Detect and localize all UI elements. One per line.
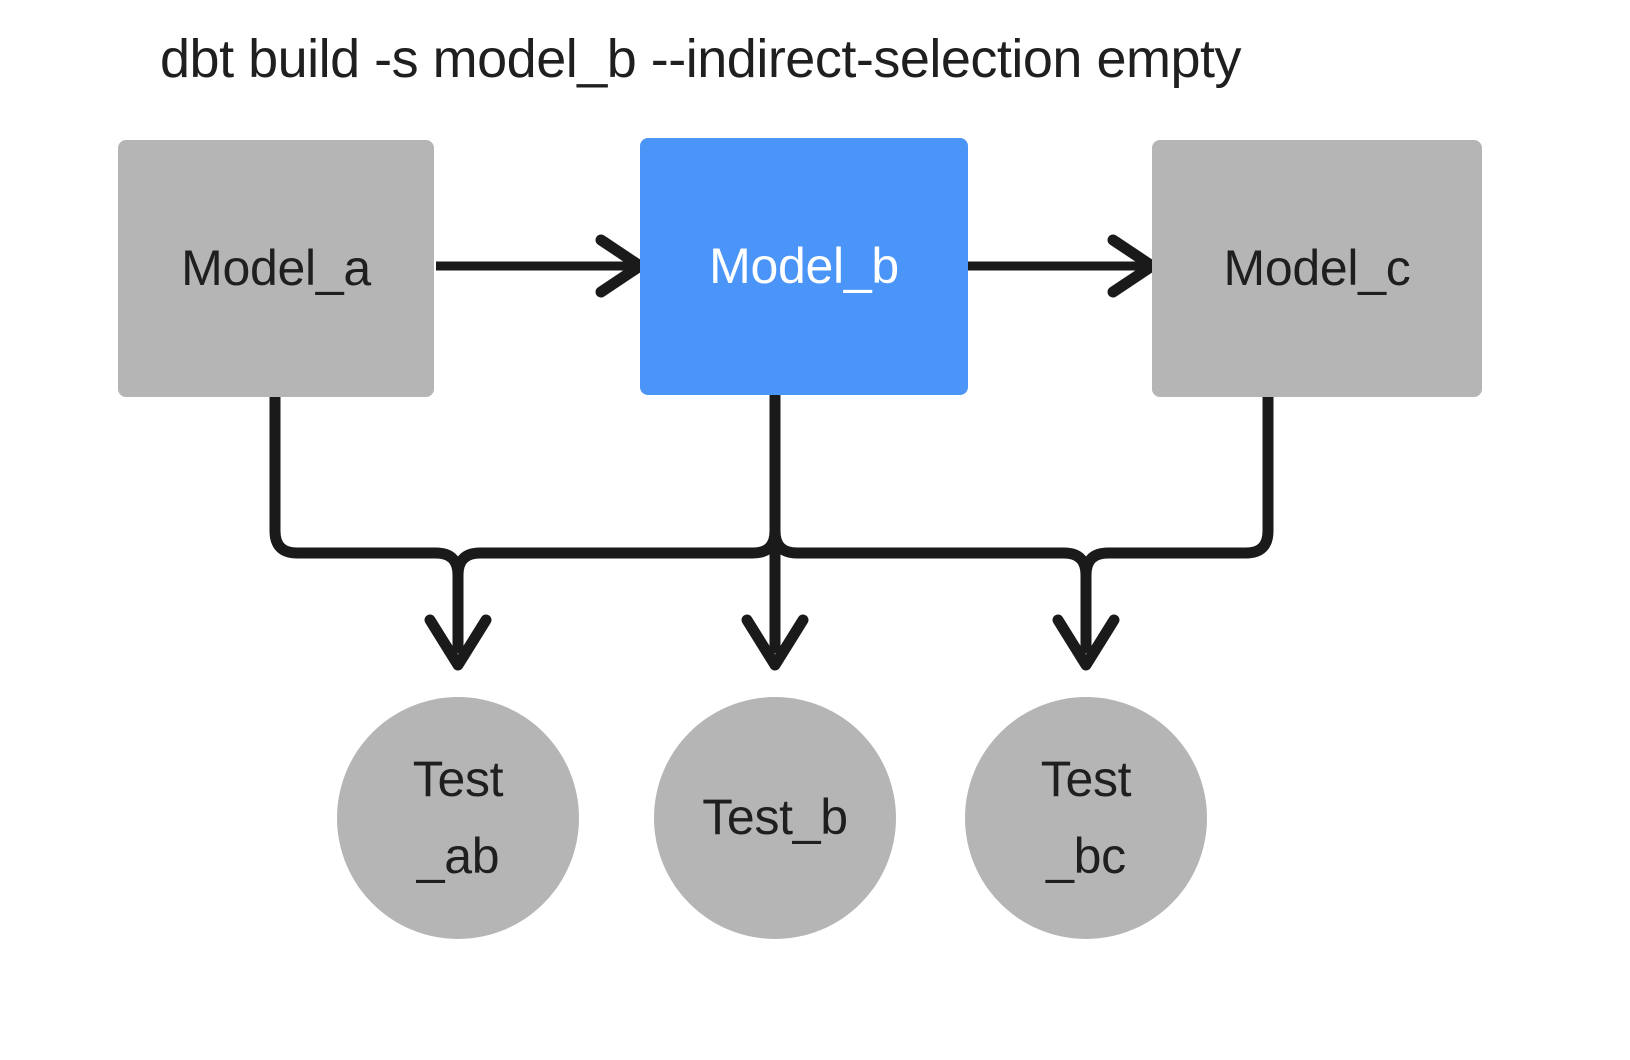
- edge-model-b-to-test-b: [741, 391, 809, 671]
- node-test-ab-line1: Test: [412, 750, 504, 807]
- node-model-b[interactable]: Model_b: [640, 138, 968, 395]
- edge-model-c-to-test-bc: [1080, 391, 1274, 654]
- edge-model-b-to-model-c: [968, 234, 1158, 298]
- node-test-ab-label: Test _ab: [413, 741, 504, 896]
- arrowhead-icon: [1052, 614, 1120, 671]
- arrowhead-icon: [741, 614, 809, 671]
- node-model-a[interactable]: Model_a: [118, 140, 434, 397]
- node-test-bc-line2: _bc: [1046, 828, 1126, 884]
- node-test-bc-line1: Test: [1040, 750, 1132, 807]
- edge-model-a-to-model-b: [436, 234, 646, 298]
- node-test-b[interactable]: Test_b: [654, 697, 896, 939]
- node-model-c[interactable]: Model_c: [1152, 140, 1482, 397]
- node-test-bc-label: Test _bc: [1041, 741, 1132, 896]
- edge-model-b-to-test-bc: [769, 391, 1120, 671]
- node-test-ab[interactable]: Test _ab: [337, 697, 579, 939]
- arrowhead-icon: [595, 234, 646, 298]
- arrowhead-icon: [424, 614, 492, 671]
- edge-model-a-to-test-ab: [269, 391, 492, 671]
- node-model-c-label: Model_c: [1223, 240, 1411, 297]
- node-model-b-label: Model_b: [709, 238, 899, 295]
- node-test-bc[interactable]: Test _bc: [965, 697, 1207, 939]
- node-model-a-label: Model_a: [181, 240, 371, 297]
- diagram-title: dbt build -s model_b --indirect-selectio…: [160, 29, 1242, 89]
- arrowhead-icon: [1107, 234, 1158, 298]
- node-test-ab-line2: _ab: [416, 828, 500, 884]
- edge-model-b-to-test-ab: [452, 391, 781, 654]
- node-test-b-label: Test_b: [702, 789, 848, 846]
